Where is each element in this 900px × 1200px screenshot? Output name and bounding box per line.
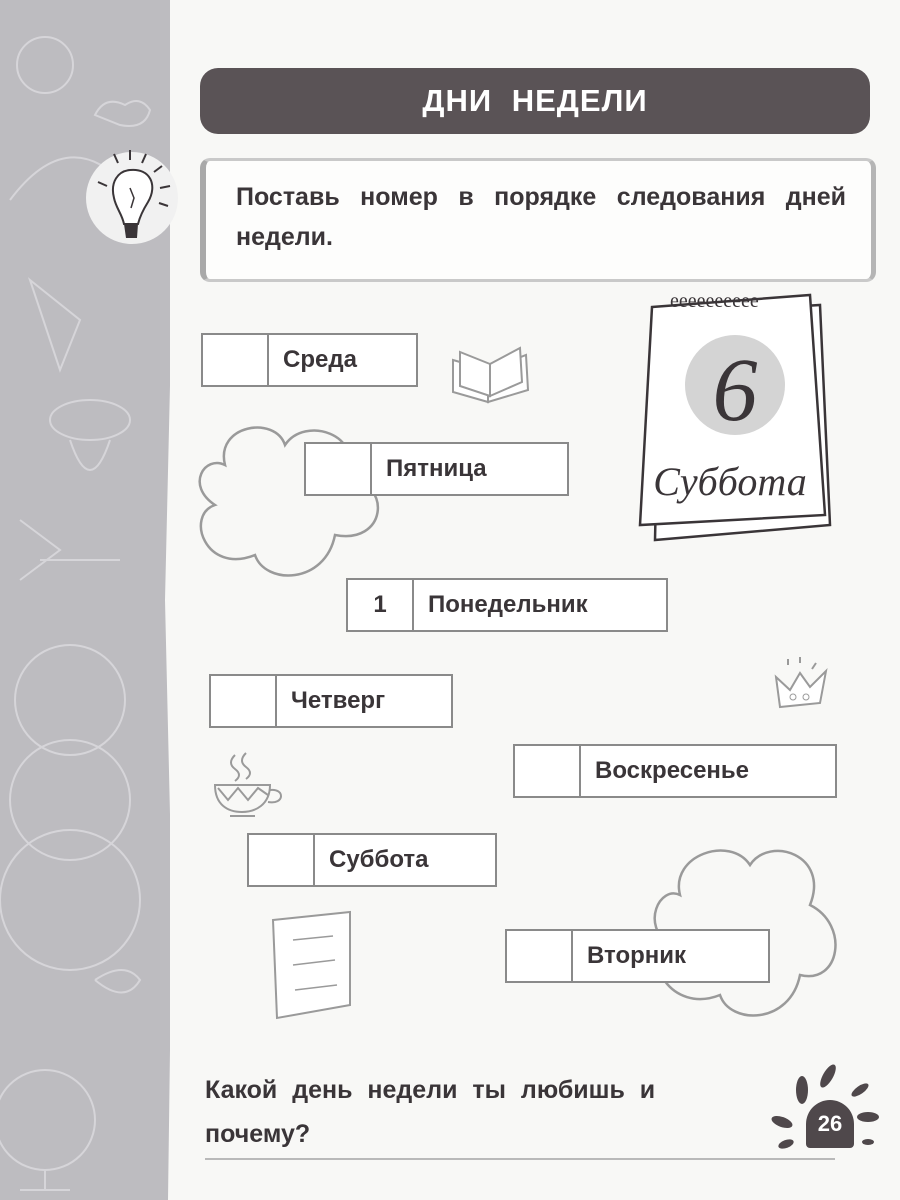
day-name: Пятница: [386, 455, 487, 482]
open-book-icon: [452, 346, 530, 404]
day-card: Воскресенье: [513, 744, 837, 798]
cloud-icon: [198, 426, 380, 577]
svg-text:Суббота: Суббота: [653, 459, 807, 504]
day-card: Вторник: [505, 929, 770, 983]
doodle-pattern-icon: [0, 0, 175, 1200]
notebook-icon: [271, 910, 351, 1020]
page-number: 26: [806, 1100, 854, 1148]
crown-icon: [774, 657, 828, 709]
page-title: ДНИ НЕДЕЛИ: [422, 83, 648, 118]
day-card: Среда: [201, 333, 418, 387]
question-text: Какой день недели ты любишь и почему?: [205, 1076, 656, 1148]
day-name: Среда: [283, 346, 357, 373]
day-card: Пятница: [304, 442, 569, 496]
page-number-badge: 26: [768, 1062, 888, 1162]
order-number-field[interactable]: [306, 444, 372, 494]
sun-rays-icon: [771, 1064, 879, 1149]
svg-text:6: 6: [713, 341, 758, 440]
day-name: Суббота: [329, 846, 429, 873]
order-number-field[interactable]: [249, 835, 315, 885]
title-banner: ДНИ НЕДЕЛИ: [200, 68, 870, 134]
instruction-text: Поставь номер в порядке следования дней …: [236, 183, 846, 251]
day-name: Понедельник: [428, 591, 588, 618]
order-number-field[interactable]: [515, 746, 581, 796]
day-name: Воскресенье: [595, 757, 750, 784]
lightbulb-icon: [86, 150, 178, 244]
svg-text:eeeeeeeeee: eeeeeeeeee: [670, 290, 759, 312]
order-number-field[interactable]: [203, 335, 269, 385]
teacup-icon: [213, 752, 282, 817]
order-number-field[interactable]: [507, 931, 573, 981]
day-name: Вторник: [587, 942, 687, 969]
day-card: Суббота: [247, 833, 497, 887]
order-number-field[interactable]: [211, 676, 277, 726]
desk-calendar-icon: eeeeeeeeee 6 Суббота: [638, 290, 832, 542]
day-card: Четверг: [209, 674, 453, 728]
instruction-box: Поставь номер в порядке следования дней …: [200, 158, 876, 282]
order-number-field[interactable]: 1: [348, 580, 414, 630]
day-card: 1 Понедельник: [346, 578, 668, 632]
day-name: Четверг: [291, 687, 386, 714]
answer-line[interactable]: [205, 1158, 835, 1160]
